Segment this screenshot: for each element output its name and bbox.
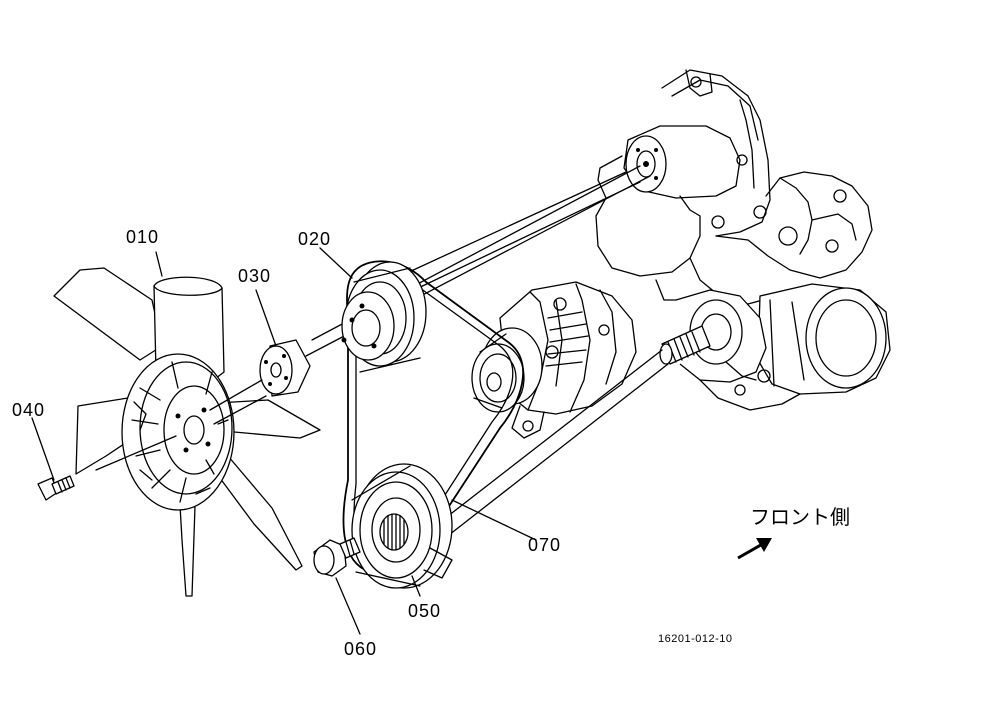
front-arrow-icon <box>737 538 772 560</box>
callout-030: 030 <box>238 266 271 286</box>
fan-pulley <box>341 261 427 373</box>
crank-pulley <box>351 463 453 589</box>
alternator <box>471 281 637 439</box>
callout-070: 070 <box>528 535 561 555</box>
leader-lines <box>31 247 537 635</box>
callout-060: 060 <box>344 639 377 659</box>
callout-050: 050 <box>408 601 441 621</box>
front-side-note: フロント側 <box>750 505 850 529</box>
callout-020: 020 <box>298 229 331 249</box>
fan-bolt <box>37 475 75 501</box>
fan-spacer <box>259 339 311 397</box>
callout-010: 010 <box>126 227 159 247</box>
cooling-fan <box>53 267 321 597</box>
callout-040: 040 <box>12 400 45 420</box>
drawing-number: 16201-012-10 <box>658 633 733 645</box>
engine-block <box>595 69 891 411</box>
crank-bolt <box>313 537 361 577</box>
